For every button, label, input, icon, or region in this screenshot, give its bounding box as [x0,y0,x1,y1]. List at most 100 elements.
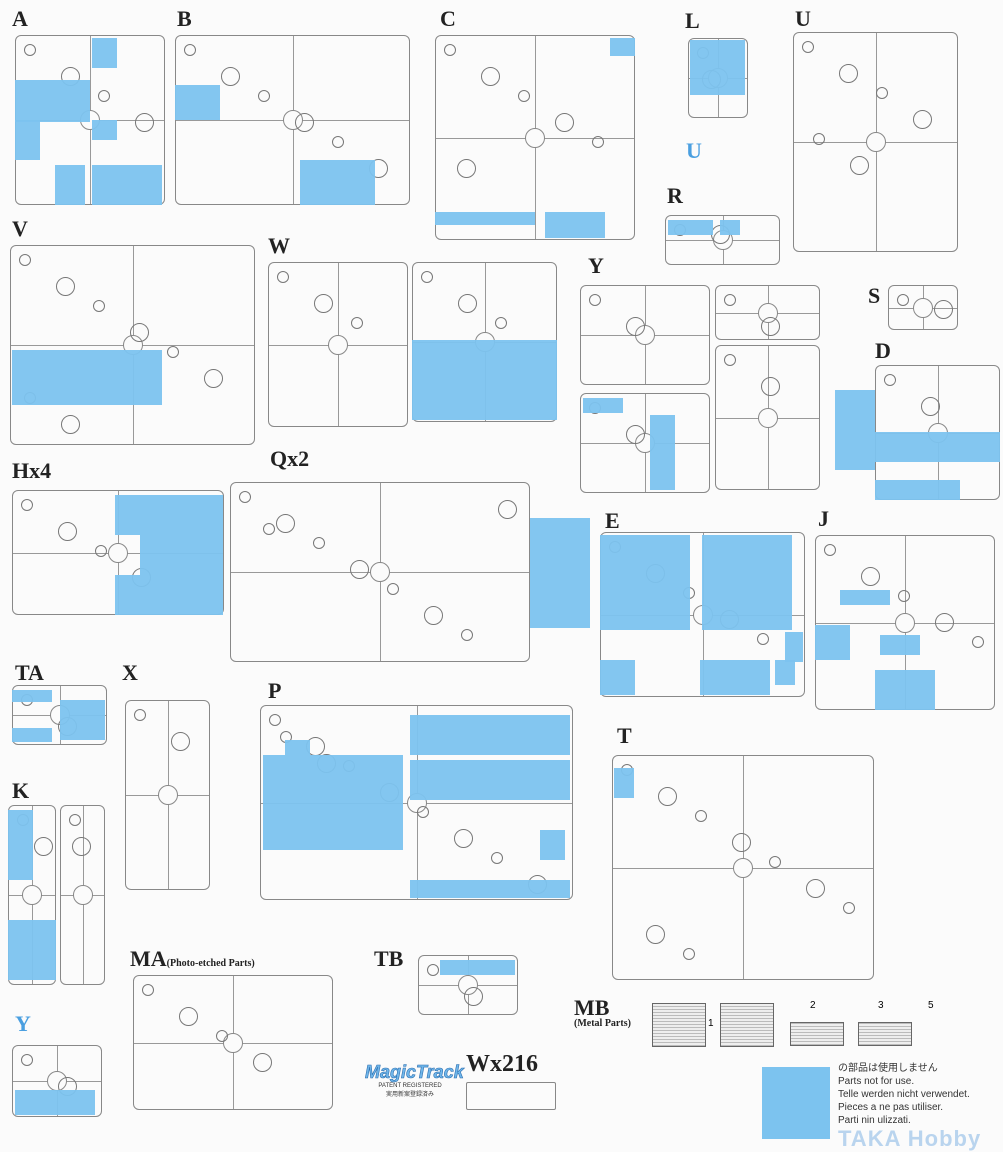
part-drawing [184,44,196,56]
sprue-letter: J [818,506,829,531]
sprue-letter: MA [130,946,167,971]
part-drawing [802,41,814,53]
legend-text: の部品は使用しません Parts not for use. Telle werd… [838,1062,970,1127]
unused-parts-area [435,212,535,225]
unused-parts-area [140,535,223,575]
sprue-letter: L [685,8,700,33]
part-drawing [498,500,517,519]
part-drawing [421,271,433,283]
part-drawing [481,67,500,86]
sprue-runner [328,334,348,355]
part-drawing [491,852,503,864]
unused-parts-area [8,810,33,880]
sprue-runner [72,885,93,905]
part-drawing [61,415,80,434]
part-drawing [934,300,953,319]
unused-parts-area [285,740,310,755]
sprue-label-q: Qx2 [270,448,309,470]
sprue-letter: P [268,678,282,703]
part-drawing [427,964,439,976]
part-drawing [658,787,677,806]
part-drawing [350,560,369,579]
sprue-note: (Photo-etched Parts) [166,958,255,969]
part-drawing [204,369,223,388]
part-drawing [824,544,836,556]
unused-parts-area [412,340,557,420]
part-drawing [72,837,91,856]
unused-parts-area [410,880,570,898]
part-drawing [724,354,736,366]
part-drawing [58,522,77,541]
magic-track-wordmark: MagicTrack [365,1062,464,1083]
unused-parts-area [835,390,875,470]
part-drawing [646,925,665,944]
part-drawing [884,374,896,386]
unused-parts-area [614,768,634,798]
unused-parts-area [702,535,792,630]
part-drawing [913,110,932,129]
unused-parts-area [875,432,1000,462]
sprue-label-yblue: Y [15,1013,31,1035]
sprue-label-d: D [875,340,891,362]
part-drawing [839,64,858,83]
sprue-note: (Metal Parts) [574,1018,631,1029]
sprue-runner [913,297,933,318]
sprue-frame-yblue [12,1045,102,1117]
unused-parts-area [115,495,223,535]
part-drawing [518,90,530,102]
part-drawing [555,113,574,132]
unused-parts-area [583,398,623,413]
sprue-label-u: U [795,8,811,30]
part-drawing [417,806,429,818]
sprue-letter: TA [15,660,44,685]
part-drawing [276,514,295,533]
unused-parts-area [720,220,740,235]
part-drawing [253,1053,272,1072]
sprue-runner [108,542,128,563]
unused-parts-area [880,635,920,655]
sprue-letter: MB [574,995,610,1020]
unused-parts-area [410,715,570,755]
watermark: TAKA Hobby [838,1126,982,1151]
unused-parts-area [410,760,570,800]
metal-mesh-part [652,1003,706,1047]
unused-parts-area [440,960,515,975]
unused-parts-area [775,660,795,685]
part-drawing [387,583,399,595]
unused-parts-area [815,625,850,660]
unused-parts-area [92,165,162,205]
unused-parts-area [12,690,52,702]
unused-parts-area [530,518,590,628]
unused-parts-area [15,120,40,160]
part-drawing [21,499,33,511]
sprue-frame-y [715,285,820,340]
sprue-label-mb: MB(Metal Parts) [574,997,631,1029]
part-drawing [179,1007,198,1026]
sprue-runner [895,612,915,633]
part-drawing [626,317,645,336]
part-drawing [457,159,476,178]
sprue-frame-y [715,345,820,490]
part-drawing [769,856,781,868]
patent-text: PATENT REGISTERED [378,1083,442,1089]
metal-part-number: 3 [878,1000,884,1011]
unused-parts-area [600,660,635,695]
unused-parts-area [300,160,375,205]
part-drawing [861,567,880,586]
unused-parts-area [600,535,690,630]
unused-parts-area [875,670,905,710]
sprue-frame-w [268,262,408,427]
sprue-letter: E [605,508,620,533]
part-drawing [258,90,270,102]
part-drawing [683,948,695,960]
unused-parts-area [115,575,223,615]
part-drawing [724,294,736,306]
legend-line: Parti nin ulizzati. [838,1115,911,1126]
metal-part-number: 2 [810,1000,816,1011]
part-drawing [813,133,825,145]
sprue-frame-q [230,482,530,662]
unused-parts-area [12,728,52,742]
part-drawing [589,294,601,306]
sprue-frame-b [175,35,410,205]
unused-parts-area [15,80,90,122]
